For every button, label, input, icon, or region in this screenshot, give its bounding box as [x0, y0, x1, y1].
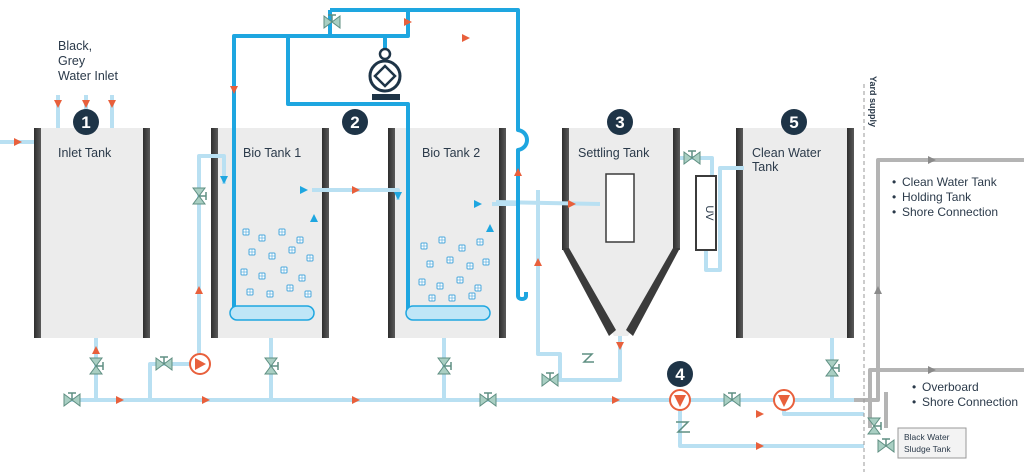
step-badge-4: 4	[667, 361, 693, 387]
sludge-tank-label: Black Water	[904, 432, 950, 442]
uv-unit: UV	[695, 175, 717, 251]
inlet-label: Black, Grey Water Inlet	[58, 39, 119, 83]
output-item: Shore Connection	[902, 205, 998, 219]
output-item: Shore Connection	[922, 395, 1018, 409]
uv-label: UV	[703, 205, 715, 221]
step-badge-2: 2	[342, 109, 368, 135]
sludge-tank-label: Sludge Tank	[904, 444, 951, 454]
inlet-label-line: Black,	[58, 39, 92, 53]
bio-tank-1	[211, 128, 329, 338]
diffuser-bio2	[405, 305, 491, 321]
step-badge-5: 5	[781, 109, 807, 135]
badge-text: 4	[675, 365, 685, 384]
settling-tank-label: Settling Tank	[578, 146, 650, 160]
bullet: •	[912, 395, 916, 409]
upper-output-list: • Clean Water Tank • Holding Tank • Shor…	[892, 175, 998, 219]
clean-water-tank-label: Tank	[752, 160, 779, 174]
black-water-sludge-tank	[897, 427, 967, 459]
bullet: •	[892, 205, 896, 219]
output-item: Holding Tank	[902, 190, 972, 204]
inlet-tank	[34, 128, 150, 338]
diffuser-bio1	[229, 305, 315, 321]
inlet-label-line: Water Inlet	[58, 69, 119, 83]
bio-tank-2-label: Bio Tank 2	[422, 146, 480, 160]
output-item: Clean Water Tank	[902, 175, 998, 189]
pump-icon	[773, 389, 795, 411]
bullet: •	[892, 175, 896, 189]
bio-tank-1-label: Bio Tank 1	[243, 146, 301, 160]
yard-supply-label: Yard supply	[868, 76, 878, 127]
lower-output-list: • Overboard • Shore Connection	[912, 380, 1018, 409]
badge-text: 5	[789, 113, 798, 132]
output-pipes	[854, 158, 1024, 428]
pump-icon	[189, 353, 211, 375]
step-badge-3: 3	[607, 109, 633, 135]
output-item: Overboard	[922, 380, 979, 394]
badge-text: 3	[615, 113, 624, 132]
inlet-tank-label: Inlet Tank	[58, 146, 112, 160]
step-badge-1: 1	[73, 109, 99, 135]
bullet: •	[892, 190, 896, 204]
clean-water-tank	[736, 128, 854, 338]
bullet: •	[912, 380, 916, 394]
check-valves	[582, 353, 690, 433]
air-blower-icon	[368, 47, 402, 100]
clean-water-tank-label: Clean Water	[752, 146, 821, 160]
pump-icon	[669, 389, 691, 411]
badge-text: 1	[81, 113, 90, 132]
inlet-label-line: Grey	[58, 54, 86, 68]
badge-text: 2	[350, 113, 359, 132]
settling-tank	[562, 128, 680, 336]
